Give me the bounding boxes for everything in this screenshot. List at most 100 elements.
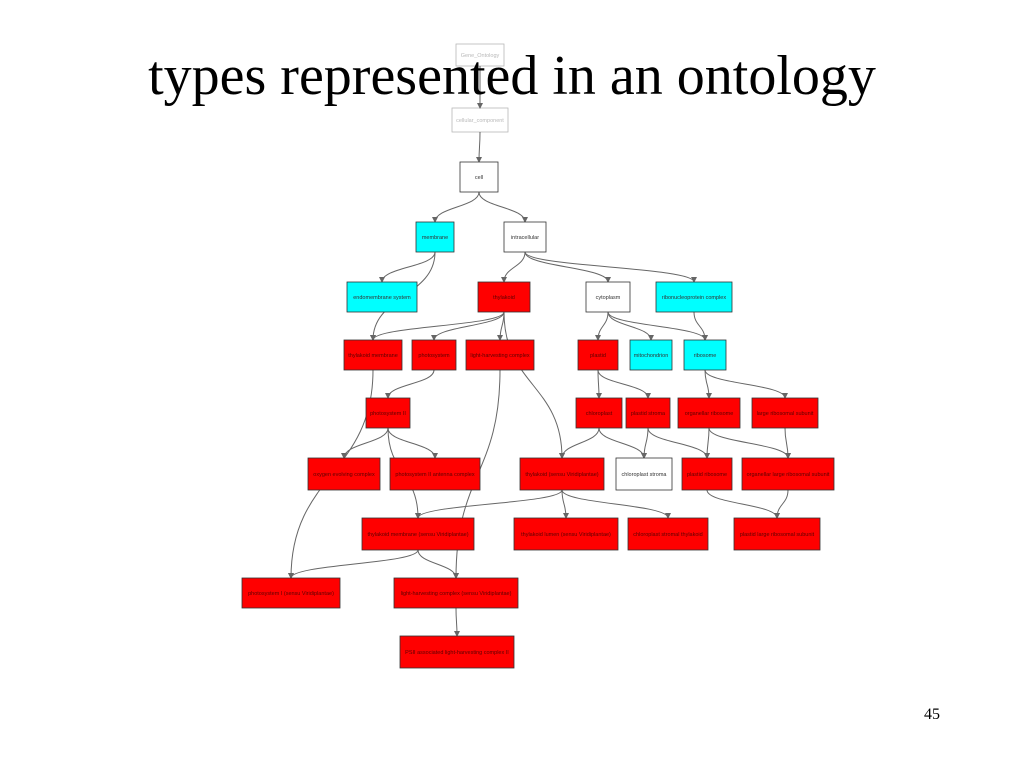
node-box <box>519 457 605 491</box>
edge-cellular_component-to-cell <box>476 131 483 163</box>
node-label: plastid ribosome <box>687 472 727 478</box>
node-label: ribosome <box>694 353 717 359</box>
node-label: organellar large ribosomal subunit <box>747 472 830 478</box>
node-box <box>585 281 631 313</box>
node-label: intracellular <box>511 235 539 241</box>
node-label: cellular_component <box>456 118 504 124</box>
node-label: oxygen evolving complex <box>313 472 375 478</box>
node-box <box>346 281 418 313</box>
node-label: thylakoid membrane <box>348 353 398 359</box>
node-label: thylakoid (sensu Viridiplantae) <box>525 472 598 478</box>
node-label: chloroplast stroma <box>622 472 668 478</box>
node-box <box>241 577 341 609</box>
node-label: plastid stroma <box>631 411 666 417</box>
node-label: chloroplast <box>586 411 613 417</box>
edge-plastid_stroma-to-plastid_ribosome <box>647 427 710 459</box>
node-box <box>365 397 411 429</box>
node-box <box>307 457 381 491</box>
node-label: chloroplast stromal thylakoid <box>633 532 702 538</box>
node-thylakoid-lumen-viridiplantae: thylakoid lumen (sensu Viridiplantae) <box>513 517 619 551</box>
edge-large_ribosomal_subunit-to-organellar_lrs <box>784 427 791 459</box>
edge-thylakoid-to-thylakoid_membrane <box>370 311 505 341</box>
node-oxygen-evolving: oxygen evolving complex <box>307 457 381 491</box>
node-plastid-ribosome: plastid ribosome <box>681 457 733 491</box>
node-box <box>683 339 727 371</box>
edge-thylakoid_membrane_viridiplantae-to-lhc_viridiplantae <box>417 549 459 579</box>
node-psii-lhc: PSII associated light-harvesting complex… <box>399 635 515 669</box>
edge-lhc_viridiplantae-to-psii_lhc <box>453 607 460 637</box>
node-box <box>477 281 531 313</box>
node-label: membrane <box>422 235 448 241</box>
node-box <box>625 397 671 429</box>
node-label: thylakoid <box>493 295 515 301</box>
slide-title: types represented in an ontology <box>148 45 876 107</box>
node-label: large ribosomal subunit <box>757 411 814 417</box>
edge-membrane-to-endomembrane_system <box>379 251 436 283</box>
edge-plastid-to-chloroplast <box>595 369 602 399</box>
node-box <box>361 517 475 551</box>
node-label: photosystem II antenna complex <box>395 472 474 478</box>
node-photosystem-ii: photosystem II <box>365 397 411 429</box>
edge-plastid-to-plastid_stroma <box>597 369 651 399</box>
edge-photosystem-to-photosystem_ii <box>385 369 435 399</box>
edge-thylakoid-to-photosystem <box>431 311 505 341</box>
node-endomembrane-system: endomembrane system <box>346 281 418 313</box>
node-gene-ontology: Gene_Ontology <box>455 43 505 67</box>
node-label: photosystem I (sensu Viridiplantae) <box>248 591 334 597</box>
edge-plastid_stroma-to-chloroplast_stroma <box>641 427 649 459</box>
node-box <box>389 457 481 491</box>
node-cell: cell <box>459 161 499 193</box>
node-box <box>751 397 819 429</box>
page-number: 45 <box>924 706 940 723</box>
node-label: organellar ribosome <box>685 411 734 417</box>
edge-chloroplast-to-thylakoid_viridiplantae <box>559 427 600 459</box>
edge-plastid_ribosome-to-plastid_lrs <box>706 489 780 519</box>
node-lhc: light-harvesting complex <box>465 339 535 371</box>
node-chloroplast: chloroplast <box>575 397 623 429</box>
node-box <box>677 397 741 429</box>
edge-cell-to-membrane <box>432 191 480 223</box>
edge-photosystem_ii-to-oxygen_evolving <box>341 427 389 459</box>
node-large-ribosomal-subunit: large ribosomal subunit <box>751 397 819 429</box>
node-box <box>627 517 709 551</box>
edge-cytoplasm-to-mitochondrion <box>607 311 654 341</box>
node-photosystem-i-viridiplantae: photosystem I (sensu Viridiplantae) <box>241 577 341 609</box>
edge-organellar_ribosome-to-organellar_lrs <box>708 427 791 459</box>
node-label: light-harvesting complex <box>470 353 530 359</box>
node-plastid: plastid <box>577 339 619 371</box>
node-box <box>393 577 519 609</box>
node-chloroplast-stroma: chloroplast stroma <box>615 457 673 491</box>
edge-ribosome-to-organellar_ribosome <box>704 369 712 399</box>
node-box <box>655 281 733 313</box>
node-cytoplasm: cytoplasm <box>585 281 631 313</box>
node-box <box>681 457 733 491</box>
edge-intracellular-to-rnp_complex <box>524 251 697 283</box>
node-box <box>575 397 623 429</box>
node-box <box>415 221 455 253</box>
edge-thylakoid-to-thylakoid_viridiplantae <box>503 311 565 459</box>
node-lhc-viridiplantae: light-harvesting complex (sensu Viridipl… <box>393 577 519 609</box>
edge-chloroplast-to-chloroplast_stroma <box>598 427 647 459</box>
node-box <box>465 339 535 371</box>
node-label: plastid large ribosomal subunit <box>740 532 815 538</box>
edge-cell-to-intracellular <box>478 191 528 223</box>
node-box <box>503 221 547 253</box>
node-label: PSII associated light-harvesting complex… <box>405 650 509 656</box>
node-organellar-ribosome: organellar ribosome <box>677 397 741 429</box>
edge-intracellular-to-cytoplasm <box>524 251 611 283</box>
edge-organellar_lrs-to-plastid_lrs <box>774 489 789 519</box>
node-box <box>399 635 515 669</box>
edge-thylakoid_viridiplantae-to-chloroplast_stromal_thylakoid <box>561 489 671 519</box>
node-rnp-complex: ribonucleoprotein complex <box>655 281 733 313</box>
node-label: light-harvesting complex (sensu Viridipl… <box>401 591 512 597</box>
node-label: mitochondrion <box>634 353 669 359</box>
node-label: thylakoid membrane (sensu Viridiplantae) <box>367 532 468 538</box>
node-box <box>411 339 457 371</box>
edge-cytoplasm-to-ribosome <box>607 311 708 341</box>
node-box <box>629 339 673 371</box>
node-box <box>741 457 835 491</box>
node-thylakoid-viridiplantae: thylakoid (sensu Viridiplantae) <box>519 457 605 491</box>
edge-thylakoid_membrane_viridiplantae-to-photosystem_i_viridiplantae <box>288 549 419 579</box>
